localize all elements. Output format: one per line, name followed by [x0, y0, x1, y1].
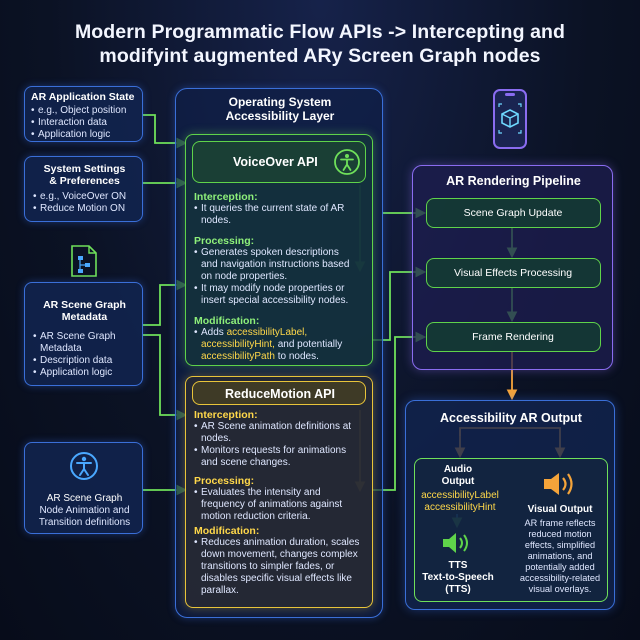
hint-accessibility-hint: accessibilityHint,	[201, 339, 275, 350]
os-layer-title-1: Operating System	[228, 95, 332, 109]
voiceover-title: VoiceOver API	[233, 155, 318, 169]
list-item: It queries the current state of AR nodes…	[194, 203, 354, 227]
app-state-box: AR Application State e.g., Object positi…	[24, 86, 143, 142]
accessibility-icon	[334, 149, 360, 175]
list-item: Evaluates the intensity and frequency of…	[194, 487, 360, 523]
visual-output-title: Visual Output	[527, 504, 593, 515]
tts-title-3: (TTS)	[445, 584, 471, 595]
wire-reducemotion-render	[372, 331, 427, 491]
diagram-title: Modern Programmatic Flow APIs -> Interce…	[0, 20, 640, 68]
voiceover-processing-list: Generates spoken descriptions and naviga…	[194, 247, 356, 307]
title-line-2: modifyint augmented ARy Screen Graph nod…	[99, 45, 541, 67]
speaker-icon	[443, 533, 468, 553]
metadata-list: AR Scene Graph Metadata Description data…	[33, 331, 137, 379]
audio-hint-label: accessibilityLabel	[421, 490, 499, 501]
system-settings-list: e.g., VoiceOver ON Reduce Motion ON	[33, 191, 126, 215]
document-graph-icon	[71, 245, 97, 277]
system-settings-title-1: System Settings	[43, 163, 126, 175]
app-state-title: AR Application State	[31, 91, 135, 103]
reducemotion-interception-heading: Interception:	[194, 409, 258, 421]
wire-metadata-voiceover	[143, 279, 188, 326]
reducemotion-processing-list: Evaluates the intensity and frequency of…	[194, 487, 360, 523]
reducemotion-title: ReduceMotion API	[225, 387, 335, 401]
system-settings-box: System Settings & Preferences e.g., Voic…	[24, 156, 143, 222]
voiceover-header: VoiceOver API	[192, 141, 366, 183]
audio-output-title-1: Audio	[443, 464, 473, 475]
tts-title-2: Text-to-Speech	[422, 572, 494, 583]
wire-metadata-reducemotion	[143, 334, 188, 421]
list-item: Generates spoken descriptions and naviga…	[194, 247, 356, 283]
audio-hint-hint: accessibilityHint	[424, 502, 496, 513]
pipeline-title: AR Rendering Pipeline	[446, 174, 581, 188]
voiceover-interception-list: It queries the current state of AR nodes…	[194, 203, 354, 227]
voiceover-processing-heading: Processing:	[194, 235, 255, 247]
voiceover-api-box: VoiceOver API Interception: It queries t…	[185, 134, 373, 366]
wire-appstate-voiceover	[143, 114, 188, 149]
voiceover-modification-heading: Modification:	[194, 315, 260, 327]
reducemotion-processing-heading: Processing:	[194, 475, 255, 487]
list-item: Reduce Motion ON	[33, 203, 126, 215]
visual-output-description: AR frame reflects reduced motion effects…	[519, 518, 601, 594]
list-item: Application logic	[33, 367, 137, 379]
output-title: Accessibility AR Output	[440, 411, 582, 425]
list-item: e.g., VoiceOver ON	[33, 191, 126, 203]
voiceover-modification-text: •Adds accessibilityLabel,accessibilityHi…	[194, 327, 369, 363]
list-item: Monitors requests for animations and sce…	[194, 445, 356, 469]
list-item: Description data	[33, 355, 137, 367]
reducemotion-api-box: ReduceMotion API Interception: AR Scene …	[185, 376, 373, 608]
animation-box: AR Scene Graph Node Animation and Transi…	[24, 442, 143, 534]
reducemotion-interception-list: AR Scene animation definitions at nodes.…	[194, 421, 356, 469]
list-item: Reduces animation duration, scales down …	[194, 537, 362, 597]
animation-line-3: Transition definitions	[38, 517, 131, 528]
mod-mid: and potentially	[274, 339, 343, 350]
metadata-box: AR Scene Graph Metadata AR Scene Graph M…	[24, 282, 143, 386]
audio-output-title-2: Output	[441, 476, 475, 487]
reducemotion-modification-list: Reduces animation duration, scales down …	[194, 537, 362, 597]
system-settings-title-2: & Preferences	[49, 175, 120, 187]
step-label: Scene Graph Update	[463, 207, 563, 219]
accessibility-icon	[70, 452, 98, 480]
reducemotion-header: ReduceMotion API	[192, 381, 366, 405]
tts-title-1: TTS	[448, 560, 468, 571]
hint-accessibility-path: accessibilityPath	[201, 351, 275, 362]
hint-accessibility-label: accessibilityLabel,	[226, 327, 308, 338]
mod-prefix: Adds	[201, 327, 227, 338]
animation-line-1: AR Scene Graph	[46, 493, 123, 504]
step-label: Frame Rendering	[472, 331, 554, 343]
title-line-1: Modern Programmatic Flow APIs -> Interce…	[74, 21, 566, 43]
speaker-icon	[544, 473, 573, 495]
bullet: •	[194, 327, 198, 338]
metadata-title-2: Metadata	[61, 311, 108, 323]
list-item: e.g., Object position	[31, 105, 126, 117]
list-item: Application logic	[31, 129, 126, 141]
animation-line-2: Node Animation and	[39, 505, 130, 516]
step-label: Visual Effects Processing	[453, 267, 573, 279]
os-layer-title-2: Accessibility Layer	[225, 109, 335, 123]
voiceover-interception-heading: Interception:	[194, 191, 258, 203]
metadata-title-1: AR Scene Graph	[43, 299, 126, 311]
output-inner-panel	[414, 458, 608, 602]
list-item: Interaction data	[31, 117, 126, 129]
list-item: It may modify node properties or insert …	[194, 283, 356, 307]
app-state-list: e.g., Object position Interaction data A…	[31, 105, 126, 141]
pipeline-step-frame-rendering: Frame Rendering	[426, 322, 601, 352]
list-item: AR Scene Graph Metadata	[33, 331, 137, 355]
pipeline-step-scene-graph: Scene Graph Update	[426, 198, 601, 228]
list-item: AR Scene animation definitions at nodes.	[194, 421, 356, 445]
reducemotion-modification-heading: Modification:	[194, 525, 260, 537]
ar-phone-icon	[493, 89, 527, 149]
pipeline-step-visual-effects: Visual Effects Processing	[426, 258, 601, 288]
mod-suffix: to nodes.	[274, 351, 319, 362]
